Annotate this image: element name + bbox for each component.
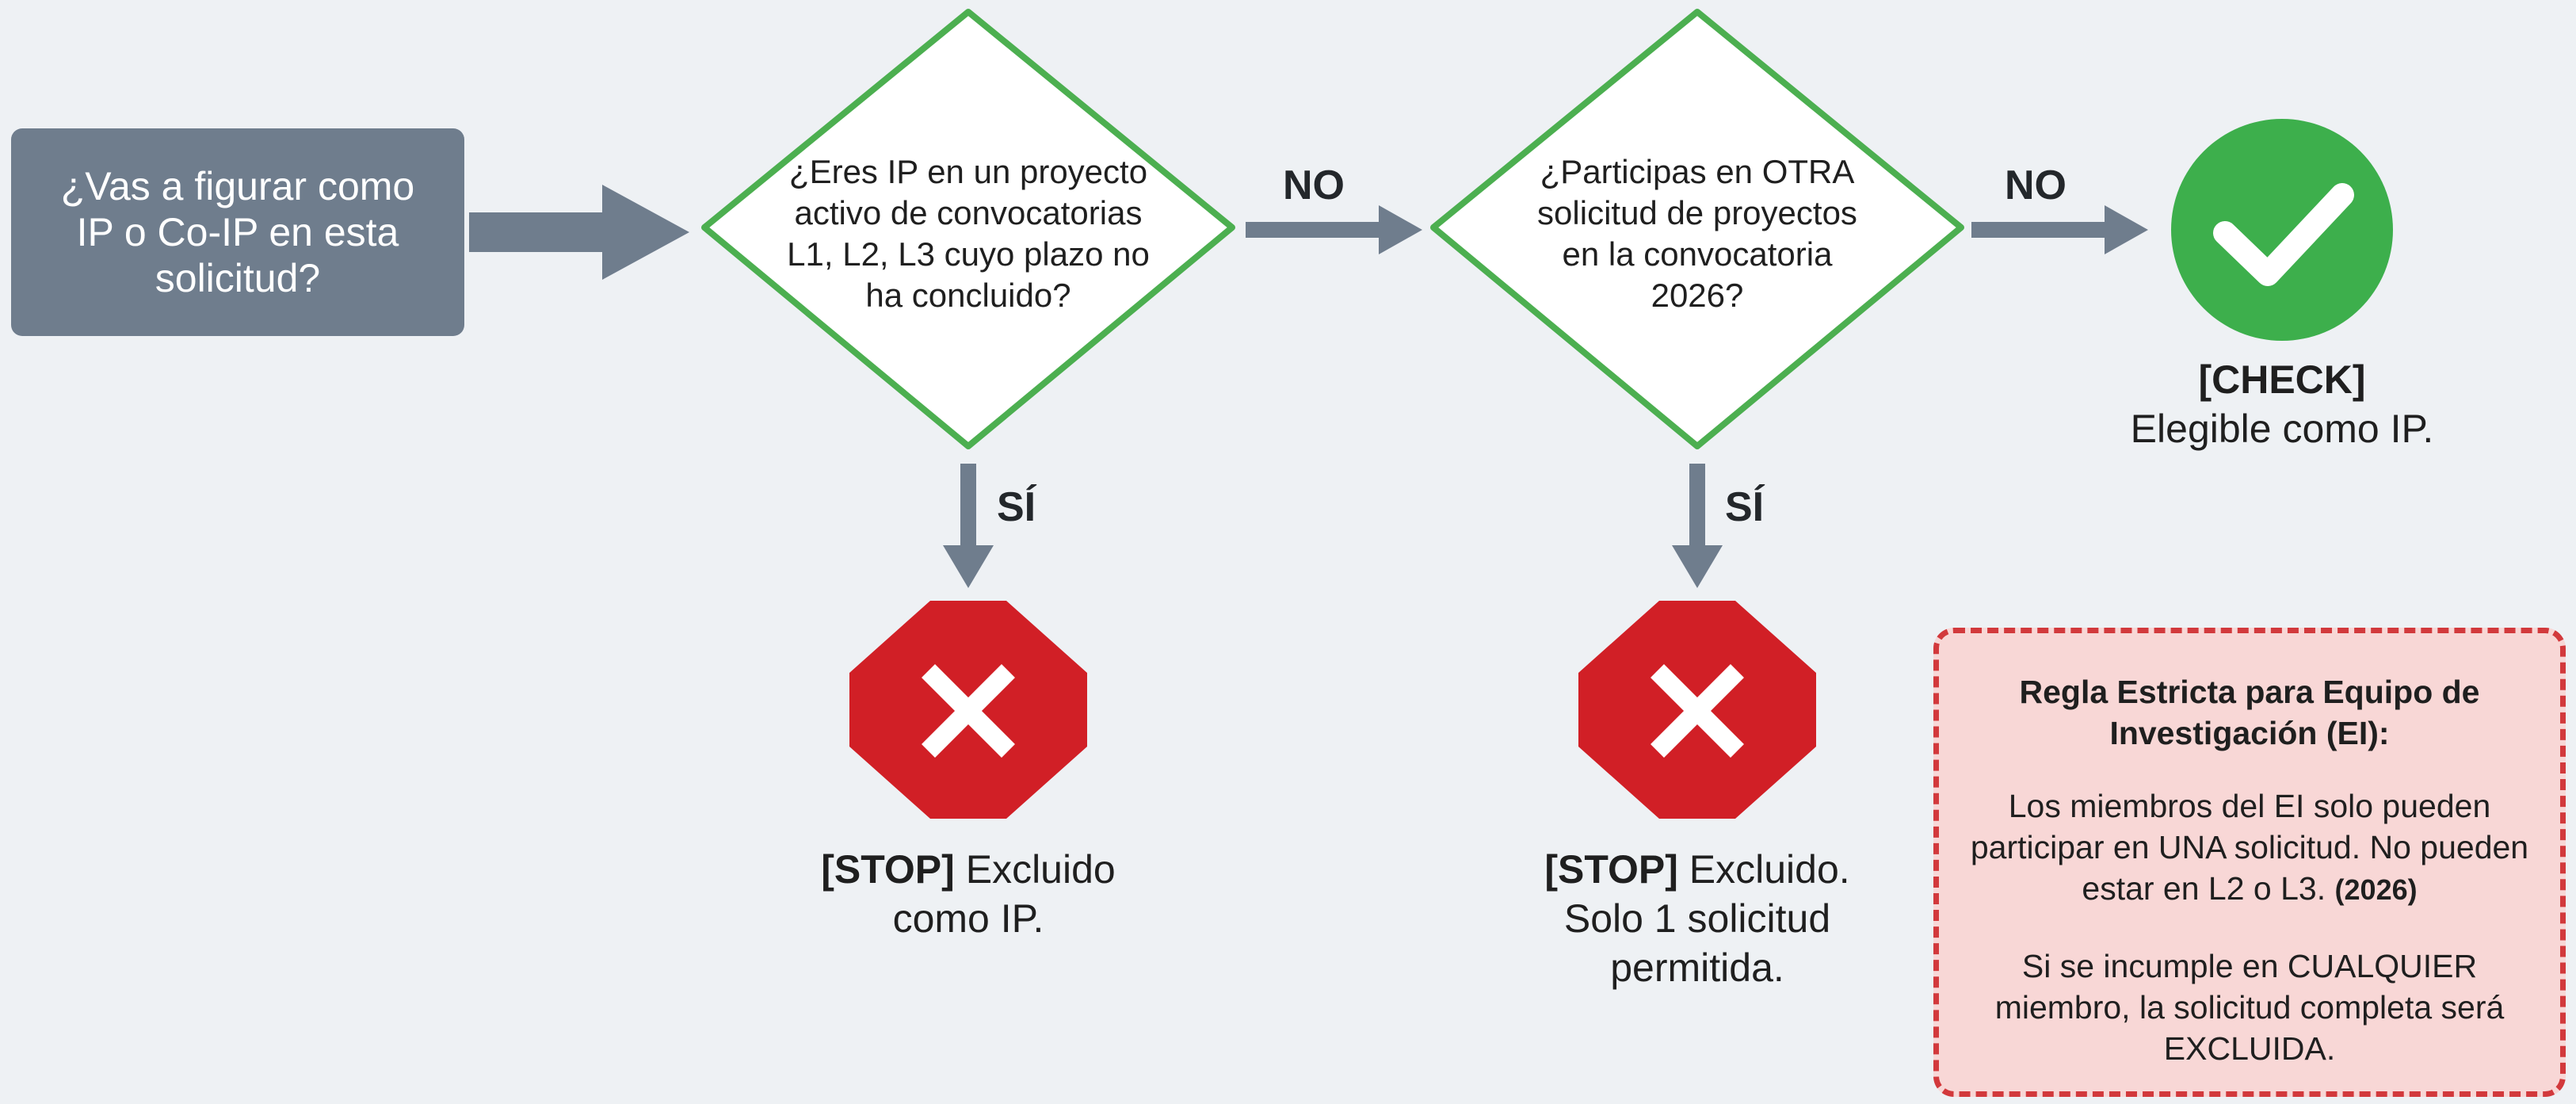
stop1-tag: [STOP]	[821, 847, 955, 892]
rule-box: Regla Estricta para Equipo de Investigac…	[1933, 628, 2566, 1097]
decision1-diamond	[701, 9, 1235, 449]
arrow-decision1-to-stop1	[943, 464, 994, 588]
checkmark-icon	[2213, 183, 2354, 286]
stop1-text: Excluido como IP.	[892, 847, 1116, 941]
decision2-text: ¿Participas en OTRA solicitud de proyect…	[1537, 153, 1857, 314]
stop1-caption: [STOP] Excluido como IP.	[778, 845, 1158, 943]
rule-paragraph-2: Si se incumple en CUALQUIER miembro, la …	[1994, 948, 2505, 1067]
decision2-diamond	[1430, 9, 1964, 449]
edge-label-no-2: NO	[2005, 162, 2067, 208]
check-circle	[2171, 119, 2393, 341]
stop-octagon-1	[849, 601, 1087, 819]
rule-paragraph-1: Los miembros del EI solo pueden particip…	[1939, 785, 2560, 911]
stop2-text: Excluido. Solo 1 solicitud permitida.	[1563, 847, 1850, 990]
x-icon	[1651, 664, 1744, 758]
stop2-caption: [STOP] Excluido. Solo 1 solicitud permit…	[1515, 845, 1880, 992]
check-tag: [CHECK]	[2198, 357, 2366, 402]
arrow-decision1-to-decision2	[1246, 205, 1422, 254]
edge-label-yes-2: SÍ	[1725, 484, 1765, 530]
stop2-tag: [STOP]	[1544, 847, 1678, 892]
arrow-decision2-to-stop2	[1672, 464, 1723, 588]
check-caption: [CHECK] Elegible como IP.	[2084, 355, 2480, 453]
arrow-decision2-to-check	[1971, 205, 2148, 254]
x-icon	[922, 664, 1015, 758]
start-text: ¿Vas a figurar como IP o Co-IP en esta s…	[60, 164, 415, 300]
arrow-start-to-decision1	[469, 185, 689, 280]
rule-p1-note: (2026)	[2334, 873, 2418, 906]
start-box: ¿Vas a figurar como IP o Co-IP en esta s…	[11, 128, 464, 336]
check-text: Elegible como IP.	[2130, 407, 2434, 451]
rule-p1-text: Los miembros del EI solo pueden particip…	[1970, 788, 2529, 907]
edge-label-yes-1: SÍ	[997, 484, 1036, 530]
decision1-text: ¿Eres IP en un proyecto activo de convoc…	[787, 153, 1150, 314]
edge-label-no-1: NO	[1283, 162, 1345, 208]
rule-title: Regla Estricta para Equipo de Investigac…	[2019, 674, 2480, 751]
stop-octagon-2	[1578, 601, 1816, 819]
